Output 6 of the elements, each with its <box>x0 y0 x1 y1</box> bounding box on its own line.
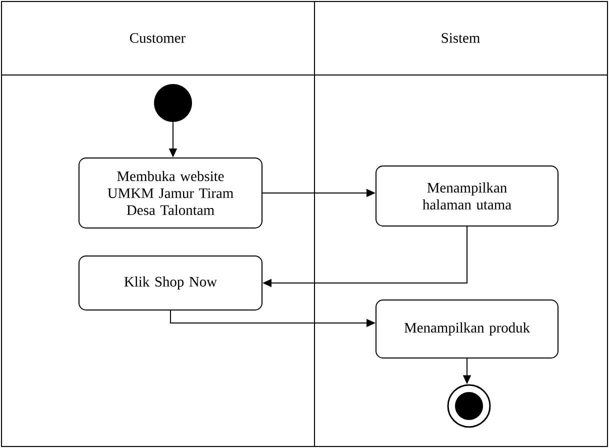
action-box: Klik Shop Now <box>78 256 262 310</box>
action-box: Membuka website UMKM Jamur Tiram Desa Talontam <box>78 158 262 228</box>
action-box: Menampilkan produk <box>376 300 558 358</box>
end-node <box>447 384 491 428</box>
action-box: Menampilkan halaman utama <box>376 166 558 226</box>
start-node <box>154 84 192 122</box>
